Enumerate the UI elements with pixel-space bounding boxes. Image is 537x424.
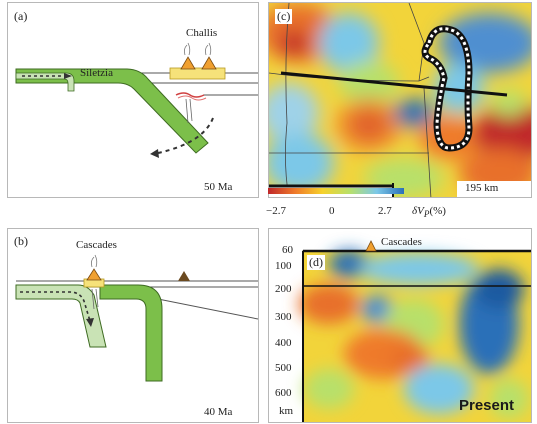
cascades-label-b: Cascades [76, 239, 117, 251]
cascades-label-d: Cascades [381, 236, 422, 248]
panel-a-diagram [15, 42, 258, 158]
cross-section [299, 240, 531, 422]
depth-tick-300: 300 [275, 311, 292, 323]
depth-tick-200: 200 [275, 283, 292, 295]
panel-a-age: 50 Ma [204, 181, 233, 193]
cascades-volcano-d [365, 240, 377, 252]
rollback-arrowhead [150, 149, 159, 158]
present-watermark: Present [459, 397, 515, 414]
tomography-map [269, 3, 531, 197]
profile-line [280, 71, 508, 97]
conduit [185, 98, 193, 124]
siletzia-slab [15, 68, 209, 154]
scale-label: 195 km [465, 182, 499, 194]
siletzia-slab-b [99, 284, 163, 382]
volcano-1 [180, 56, 196, 70]
depth-tick-60: 60 [282, 244, 293, 256]
smoke-2 [204, 42, 212, 56]
depth-tick-400: 400 [275, 337, 292, 349]
challis-label: Challis [186, 27, 218, 39]
scale-label-bg [457, 181, 531, 197]
panel-b: (b) Cascades 40 Ma [7, 228, 259, 423]
panel-a-label: (a) [14, 9, 28, 23]
melt-squiggle [175, 92, 205, 98]
cascades-volcano [86, 268, 102, 281]
state-boundary-3 [423, 87, 432, 197]
colorbar-max: 2.7 [378, 205, 392, 217]
old-volcano [178, 271, 190, 281]
coastline [285, 3, 290, 197]
depth-tick-500: 500 [275, 362, 292, 374]
oceanic-plate [15, 72, 75, 92]
velocity-colorbar [268, 188, 404, 194]
depth-tick-100: 100 [275, 260, 292, 272]
state-boundary-2 [408, 3, 425, 82]
melt-squiggle-2 [177, 95, 207, 101]
panel-b-age: 40 Ma [204, 406, 233, 418]
panel-c-label: (c) [275, 9, 293, 24]
panel-a: (a) Siletzia Challis 50 Ma [7, 2, 259, 198]
colorbar-axis-label: δVP(%) [412, 205, 446, 220]
volcano-2 [201, 56, 217, 70]
panel-b-label: (b) [14, 234, 28, 248]
depth-tick-600: 600 [275, 387, 292, 399]
conduit-b [91, 288, 99, 310]
rollback-arrow [157, 117, 214, 154]
flow-arrow-b [20, 291, 91, 322]
colorbar-min: −2.7 [266, 205, 286, 217]
magma-box [169, 67, 226, 80]
lithosphere-curve-b [157, 298, 259, 320]
smoke-b [90, 254, 98, 268]
panel-d: (d) Cascades 60 100 200 300 400 500 600 … [268, 228, 532, 423]
panel-c: (c) 195 km [268, 2, 532, 198]
anomaly-dots [423, 27, 471, 150]
flow-arrowhead-b [86, 318, 94, 327]
siletzia-label: Siletzia [80, 67, 113, 79]
colorbar-mid: 0 [329, 205, 335, 217]
smoke-1 [183, 42, 191, 56]
panel-b-diagram [15, 254, 259, 382]
depth-unit: km [279, 405, 294, 417]
flow-arrowhead-left [64, 73, 72, 79]
panel-d-label: (d) [307, 255, 325, 270]
